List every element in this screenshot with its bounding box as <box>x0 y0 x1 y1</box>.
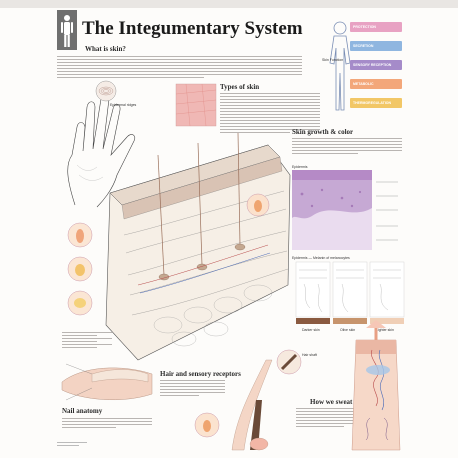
function-bar-thermoregulation: THERMOREGULATION <box>350 98 402 108</box>
sweat-gland-figure <box>351 320 401 451</box>
epidermis-micrograph <box>292 170 372 250</box>
skin-tone-comparison <box>295 261 405 324</box>
epidermis-callouts <box>376 181 398 241</box>
body-outline-figure <box>329 21 351 111</box>
heading-how-we-sweat: How we sweat <box>310 398 353 406</box>
function-bar-secretion: SECRETION <box>350 41 402 51</box>
logo-box <box>57 10 77 50</box>
nerve-ending-inset <box>246 193 270 217</box>
poster-title: The Integumentary System <box>82 18 303 39</box>
nail-anatomy-figure <box>61 363 153 401</box>
skin-tone-label-lighter: Lighter skin <box>376 328 394 332</box>
receptor-legend-text <box>62 332 112 350</box>
receptor-inset-2 <box>67 256 93 282</box>
intro-text-block <box>57 56 302 80</box>
types-of-skin-text <box>220 93 320 135</box>
heading-types-of-skin: Types of skin <box>220 83 260 91</box>
skin-tone-label-olive: Olive skin <box>340 328 356 332</box>
hair-follicle-figure <box>231 359 273 451</box>
skin-cross-section <box>105 132 291 361</box>
hair-receptor-inset <box>194 412 220 438</box>
hair-shaft-label: Hair shaft <box>302 353 317 357</box>
hair-shaft-inset <box>276 349 302 375</box>
skin-surface-inset <box>175 83 217 127</box>
heading-nail-anatomy: Nail anatomy <box>62 407 103 415</box>
heading-hair-sensory: Hair and sensory receptors <box>160 370 241 378</box>
epidermis-label: Epidermis <box>292 165 308 169</box>
receptor-inset-1 <box>67 222 93 248</box>
function-bar-sensory-reception: SENSORY RECEPTION <box>350 60 402 70</box>
heading-skin-growth: Skin growth & color <box>292 128 354 136</box>
epidermal-ridges-label: Epidermal ridges <box>110 103 137 107</box>
human-figure-icon <box>61 15 73 47</box>
skin-function-label: Skin Function <box>322 58 344 62</box>
fingerprint-detail <box>95 80 117 102</box>
function-bar-metabolic: METABOLIC <box>350 79 402 89</box>
skin-growth-text <box>292 138 402 156</box>
heading-what-is-skin: What is skin? <box>85 45 126 53</box>
footer-credit <box>57 442 87 446</box>
hair-sensory-text <box>160 380 225 398</box>
skin-tone-label-darker: Darker skin <box>302 328 320 332</box>
melanin-label: Epidermis — Melanin of melanocytes <box>292 256 350 260</box>
top-band <box>0 0 458 8</box>
how-we-sweat-text <box>296 408 376 429</box>
nail-anatomy-text <box>62 418 152 430</box>
receptor-inset-3 <box>67 290 93 316</box>
function-bar-protection: PROTECTION <box>350 22 402 32</box>
